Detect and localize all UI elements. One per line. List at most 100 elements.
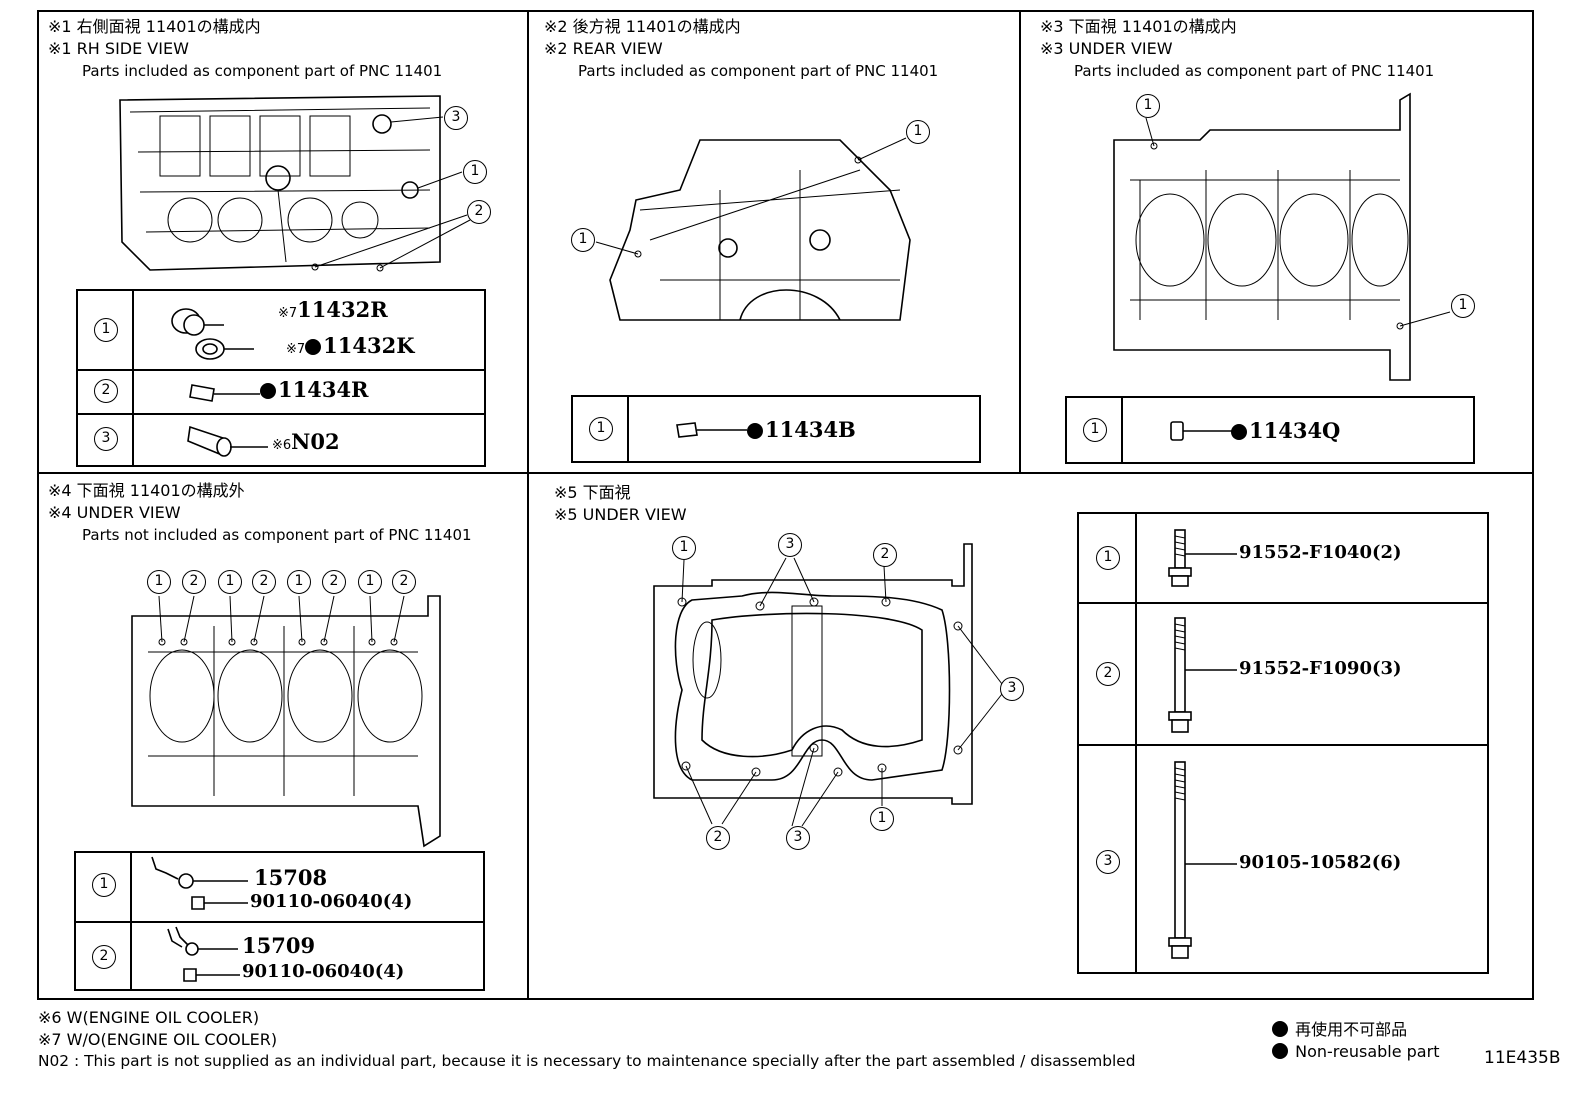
oil-jet-icon	[167, 926, 240, 982]
bolt-icon	[1168, 761, 1237, 959]
panel4-row-2: 2 15709 90110-06040(4)	[76, 921, 483, 989]
panel3-title-jp: ※3 下面視 11401の構成内	[1040, 17, 1237, 36]
panel5-row-2: 2 91552-F1090(3)	[1079, 602, 1487, 744]
figure-code: 11E435B	[1484, 1048, 1561, 1068]
part-90110-06040-b: 90110-06040(4)	[242, 961, 405, 982]
pin-icon	[189, 384, 260, 402]
footnote-n02: N02 : This part is not supplied as an in…	[38, 1052, 1136, 1070]
panel2-engine-drawing	[595, 137, 911, 321]
non-reusable-dot-icon	[1272, 1043, 1288, 1059]
panel4-callout-2b: 2	[252, 570, 276, 594]
panel3-row-1: 1 11434Q	[1067, 398, 1473, 462]
panel3-parts-table: 1 11434Q	[1065, 396, 1475, 464]
panel4-callout-1a: 1	[147, 570, 171, 594]
panel2-title-en: ※2 REAR VIEW	[544, 39, 663, 58]
panel1-row1-num: 1	[94, 318, 118, 342]
panel5-oil-pan-drawing	[653, 543, 1003, 827]
panel4-row-1: 1 15708 90110-06040(4)	[76, 853, 483, 921]
panel1-engine-drawing	[119, 95, 471, 272]
panel2-subtitle: Parts included as component part of PNC …	[578, 62, 939, 80]
panel5-row-1: 1 91552-F1040(2)	[1079, 514, 1487, 602]
panel1-subtitle: Parts included as component part of PNC …	[82, 62, 443, 80]
panel1-title-jp: ※1 右側面視 11401の構成内	[48, 17, 261, 36]
panel5-row2-num: 2	[1096, 662, 1120, 686]
part-91552-F1040: 91552-F1040(2)	[1239, 542, 1402, 563]
plug-icon	[171, 308, 254, 360]
panel4-callout-1b: 1	[218, 570, 242, 594]
panel1-callout-2: 2	[467, 200, 491, 224]
panel4-subtitle: Parts not included as component part of …	[82, 526, 472, 544]
dowel-icon	[187, 425, 268, 457]
panel5-row-3: 3 90105-10582(6)	[1079, 744, 1487, 972]
panel4-callout-2d: 2	[392, 570, 416, 594]
part-N02: ※6N02	[272, 429, 340, 454]
legend-en: Non-reusable part	[1272, 1042, 1439, 1061]
panel5-header: ※5 下面視 ※5 UNDER VIEW	[554, 482, 687, 526]
panel5-callout-3a: 3	[778, 533, 802, 557]
panel5-title-jp: ※5 下面視	[554, 483, 631, 502]
panel5-row3-num: 3	[1096, 850, 1120, 874]
panel1-callout-3: 3	[444, 106, 468, 130]
panel4-callout-1d: 1	[358, 570, 382, 594]
oil-jet-icon	[151, 856, 248, 910]
panel4-header: ※4 下面視 11401の構成外 ※4 UNDER VIEW Parts not…	[48, 480, 472, 546]
panel1-callout-1: 1	[463, 160, 487, 184]
panel4-callout-2c: 2	[322, 570, 346, 594]
panel5-row1-num: 1	[1096, 546, 1120, 570]
bolt-icon	[1168, 617, 1237, 733]
panel5-callout-2b: 2	[706, 826, 730, 850]
panel4-row2-num: 2	[92, 945, 116, 969]
panel1-row3-num: 3	[94, 427, 118, 451]
panel4-callout-2a: 2	[182, 570, 206, 594]
panel3-callout-1a: 1	[1136, 94, 1160, 118]
bolt-icon	[1168, 529, 1237, 587]
part-90105-10582: 90105-10582(6)	[1239, 852, 1402, 873]
part-90110-06040-a: 90110-06040(4)	[250, 891, 413, 912]
panel1-row-3: 3 ※6N02	[78, 413, 484, 465]
part-91552-F1090: 91552-F1090(3)	[1239, 658, 1402, 679]
panel5-callout-2a: 2	[873, 543, 897, 567]
divider-v1	[527, 10, 529, 1000]
panel2-row-1: 1 11434B	[573, 397, 979, 461]
panel1-row2-num: 2	[94, 379, 118, 403]
part-15709: 15709	[242, 933, 316, 958]
panel4-callout-1c: 1	[287, 570, 311, 594]
panel1-header: ※1 右側面視 11401の構成内 ※1 RH SIDE VIEW Parts …	[48, 16, 442, 82]
panel5-title-en: ※5 UNDER VIEW	[554, 505, 687, 524]
panel2-callout-1b: 1	[571, 228, 595, 252]
panel2-header: ※2 後方視 11401の構成内 ※2 REAR VIEW Parts incl…	[544, 16, 938, 82]
part-11434R: 11434R	[260, 377, 369, 402]
panel3-header: ※3 下面視 11401の構成内 ※3 UNDER VIEW Parts inc…	[1040, 16, 1434, 82]
panel4-title-jp: ※4 下面視 11401の構成外	[48, 481, 245, 500]
footnote-7: ※7 W/O(ENGINE OIL COOLER)	[38, 1030, 278, 1049]
panel4-parts-table: 1 15708 90110-06040(4) 2 15709 90110-060…	[74, 851, 485, 991]
panel5-parts-table: 1 91552-F1040(2) 2 91552-F1090(3) 3 9010…	[1077, 512, 1489, 974]
panel5-callout-3c: 3	[786, 826, 810, 850]
panel4-row1-num: 1	[92, 873, 116, 897]
non-reusable-dot-icon	[1272, 1021, 1288, 1037]
panel2-title-jp: ※2 後方視 11401の構成内	[544, 17, 741, 36]
part-11434B: 11434B	[747, 417, 856, 442]
panel5-callout-1a: 1	[672, 536, 696, 560]
legend-jp: 再使用不可部品	[1272, 1016, 1407, 1040]
panel3-title-en: ※3 UNDER VIEW	[1040, 39, 1173, 58]
panel3-engine-drawing	[1113, 92, 1451, 381]
panel2-callout-1a: 1	[906, 120, 930, 144]
panel4-title-en: ※4 UNDER VIEW	[48, 503, 181, 522]
part-11432R: ※711432R	[278, 297, 388, 322]
pin-icon	[1170, 421, 1233, 441]
divider-h1	[37, 472, 1534, 474]
divider-v2	[1019, 10, 1021, 474]
panel5-callout-3b: 3	[1000, 677, 1024, 701]
panel3-row1-num: 1	[1083, 418, 1107, 442]
panel1-title-en: ※1 RH SIDE VIEW	[48, 39, 189, 58]
panel1-row-2: 2 11434R	[78, 369, 484, 413]
part-11434Q: 11434Q	[1231, 418, 1340, 443]
panel4-engine-drawing	[131, 595, 441, 848]
panel2-parts-table: 1 11434B	[571, 395, 981, 463]
footnote-6: ※6 W(ENGINE OIL COOLER)	[38, 1008, 260, 1027]
pin-icon	[676, 422, 747, 438]
